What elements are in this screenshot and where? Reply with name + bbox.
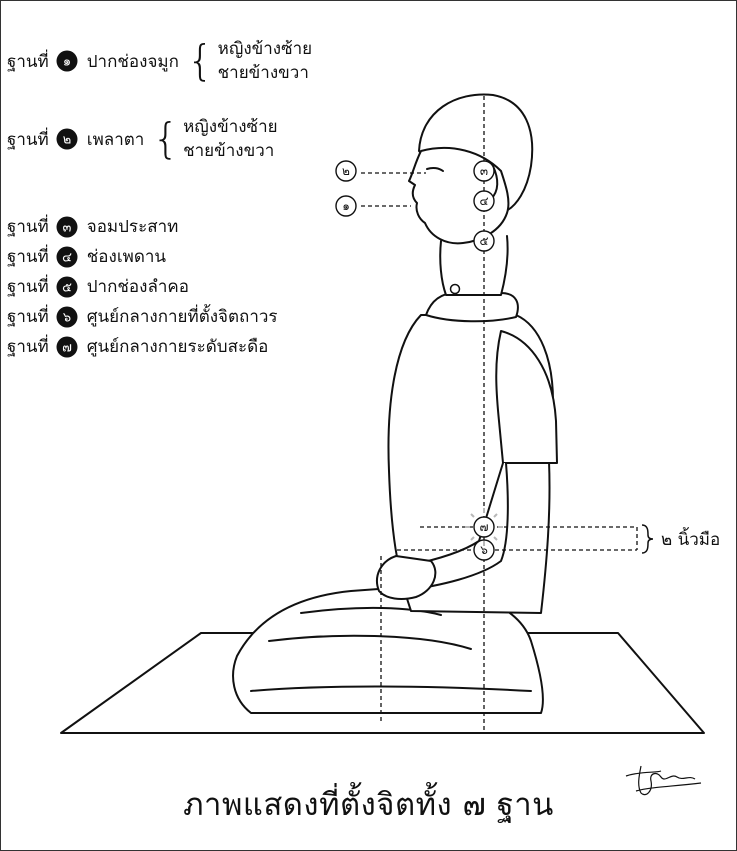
measure-brace-icon	[642, 525, 653, 553]
marker-6-label: ๖	[480, 543, 488, 557]
measure-label: ๒ นิ้วมือ	[661, 527, 720, 550]
shirt-sleeve	[496, 331, 557, 463]
neck	[440, 236, 507, 295]
shirt-collar	[426, 293, 518, 321]
shirt-button	[451, 285, 460, 294]
diagram-title: ภาพแสดงที่ตั้งจิตทั้ง ๗ ฐาน	[1, 779, 736, 829]
marker-5-label: ๕	[479, 234, 488, 248]
marker-1-label: ๑	[342, 199, 350, 213]
marker-3-label: ๓	[480, 164, 488, 178]
marker-4-label: ๔	[479, 194, 488, 208]
marker-2-label: ๒	[342, 164, 350, 178]
marker-7-label: ๗	[479, 520, 488, 534]
